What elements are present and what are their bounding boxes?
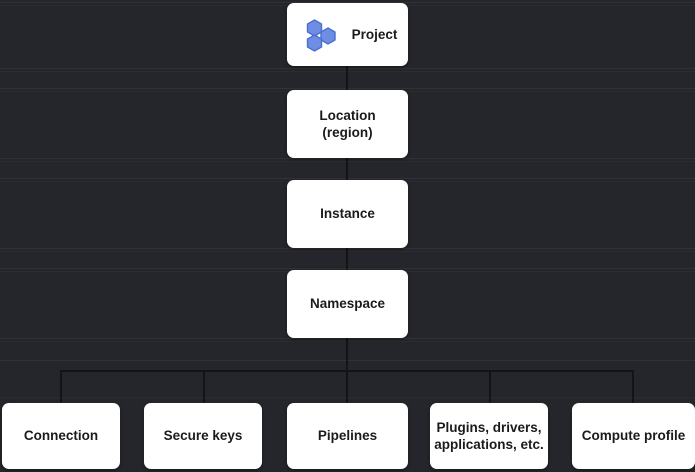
background-seam [0,248,695,249]
node-plugins[interactable]: Plugins, drivers, applications, etc. [430,403,548,469]
background-seam [0,88,695,89]
node-plugins-label: Plugins, drivers, applications, etc. [434,419,544,452]
background-seam [0,338,695,339]
hexagon-cluster-icon [304,18,338,52]
connector-location-instance [346,156,348,180]
background-seam [0,360,695,361]
node-instance-label: Instance [320,206,375,222]
connector-bus-connection [60,370,62,403]
connector-bus [61,370,633,372]
node-namespace[interactable]: Namespace [287,270,408,338]
background-seam [0,251,695,252]
background-seam [0,158,695,159]
background-seam [0,178,695,179]
node-instance[interactable]: Instance [287,180,408,248]
node-pipelines[interactable]: Pipelines [287,403,408,469]
node-connection[interactable]: Connection [2,403,120,469]
node-secure-keys-label: Secure keys [163,428,243,444]
background-seam [0,71,695,72]
connector-instance-namespace [346,246,348,270]
node-namespace-label: Namespace [309,296,386,312]
node-project-label: Project [351,26,398,42]
node-pipelines-label: Pipelines [317,428,378,444]
connector-bus-plugins [489,370,491,403]
background-seam [0,268,695,269]
node-project[interactable]: Project [287,3,408,66]
connector-bus-secure-keys [203,370,205,403]
node-compute-profile[interactable]: Compute profile [572,403,695,469]
background-seam [0,397,695,398]
background-seam [0,341,695,342]
node-location[interactable]: Location (region) [287,90,408,158]
connector-bus-pipelines [346,370,348,403]
background-seam [0,68,695,69]
connector-namespace-bus [346,336,348,370]
node-compute-profile-label: Compute profile [581,428,686,444]
node-secure-keys[interactable]: Secure keys [144,403,262,469]
background-seam [0,161,695,162]
connector-bus-compute-profile [632,370,634,403]
node-location-label: Location (region) [319,107,376,140]
connector-project-location [346,66,348,90]
node-connection-label: Connection [23,428,99,444]
